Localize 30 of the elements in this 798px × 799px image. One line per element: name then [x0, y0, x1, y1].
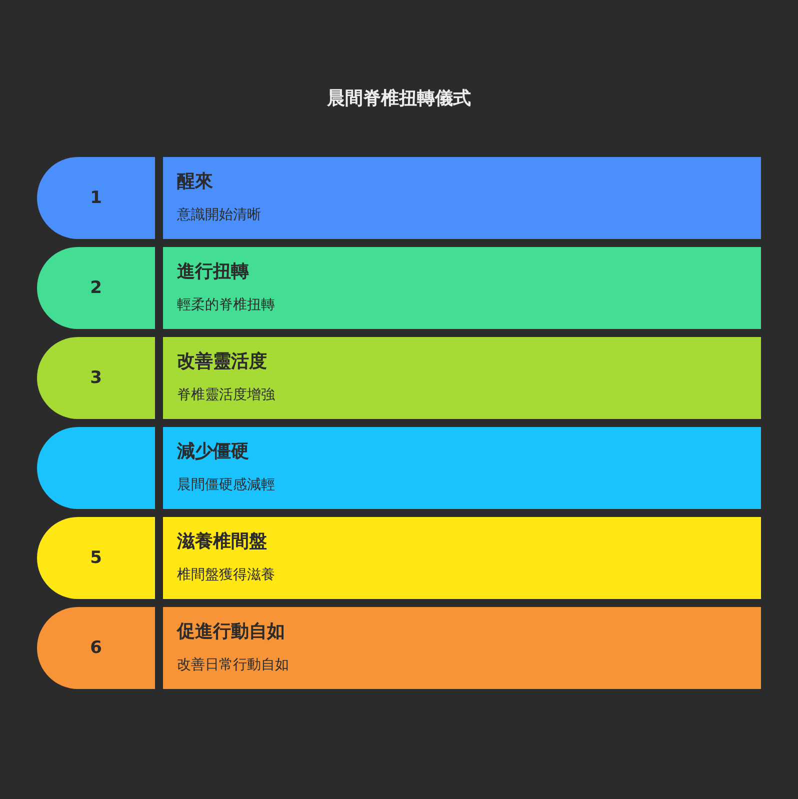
step-number: 5	[90, 548, 102, 568]
step-title: 促進行動自如	[177, 620, 285, 643]
step-description: 改善日常行動自如	[177, 656, 289, 674]
step-card	[163, 427, 761, 509]
step-card	[163, 157, 761, 239]
step-number-tab	[37, 157, 155, 239]
step-card	[163, 247, 761, 329]
step-number: 3	[90, 368, 102, 388]
diagram-title: 晨間脊椎扭轉儀式	[327, 88, 471, 109]
step-number: 2	[90, 278, 102, 298]
step-number-tab	[37, 337, 155, 419]
step-number-tab	[37, 607, 155, 689]
step-title: 滋養椎間盤	[177, 530, 267, 553]
step-description: 晨間僵硬感減輕	[177, 476, 275, 494]
step-title: 改善靈活度	[177, 350, 267, 373]
step-number-tab	[37, 247, 155, 329]
step-number: 6	[90, 638, 102, 658]
step-card	[163, 607, 761, 689]
step-number: 1	[90, 188, 102, 208]
step-card	[163, 337, 761, 419]
step-description: 椎間盤獲得滋養	[177, 566, 275, 584]
step-title: 減少僵硬	[177, 440, 249, 463]
step-number-tab	[37, 517, 155, 599]
step-description: 意識開始清晰	[177, 206, 261, 224]
step-title: 醒來	[177, 170, 213, 193]
step-title: 進行扭轉	[177, 260, 249, 283]
step-card	[163, 517, 761, 599]
step-number-tab	[37, 427, 155, 509]
step-description: 脊椎靈活度增強	[177, 386, 275, 404]
step-description: 輕柔的脊椎扭轉	[177, 296, 275, 314]
